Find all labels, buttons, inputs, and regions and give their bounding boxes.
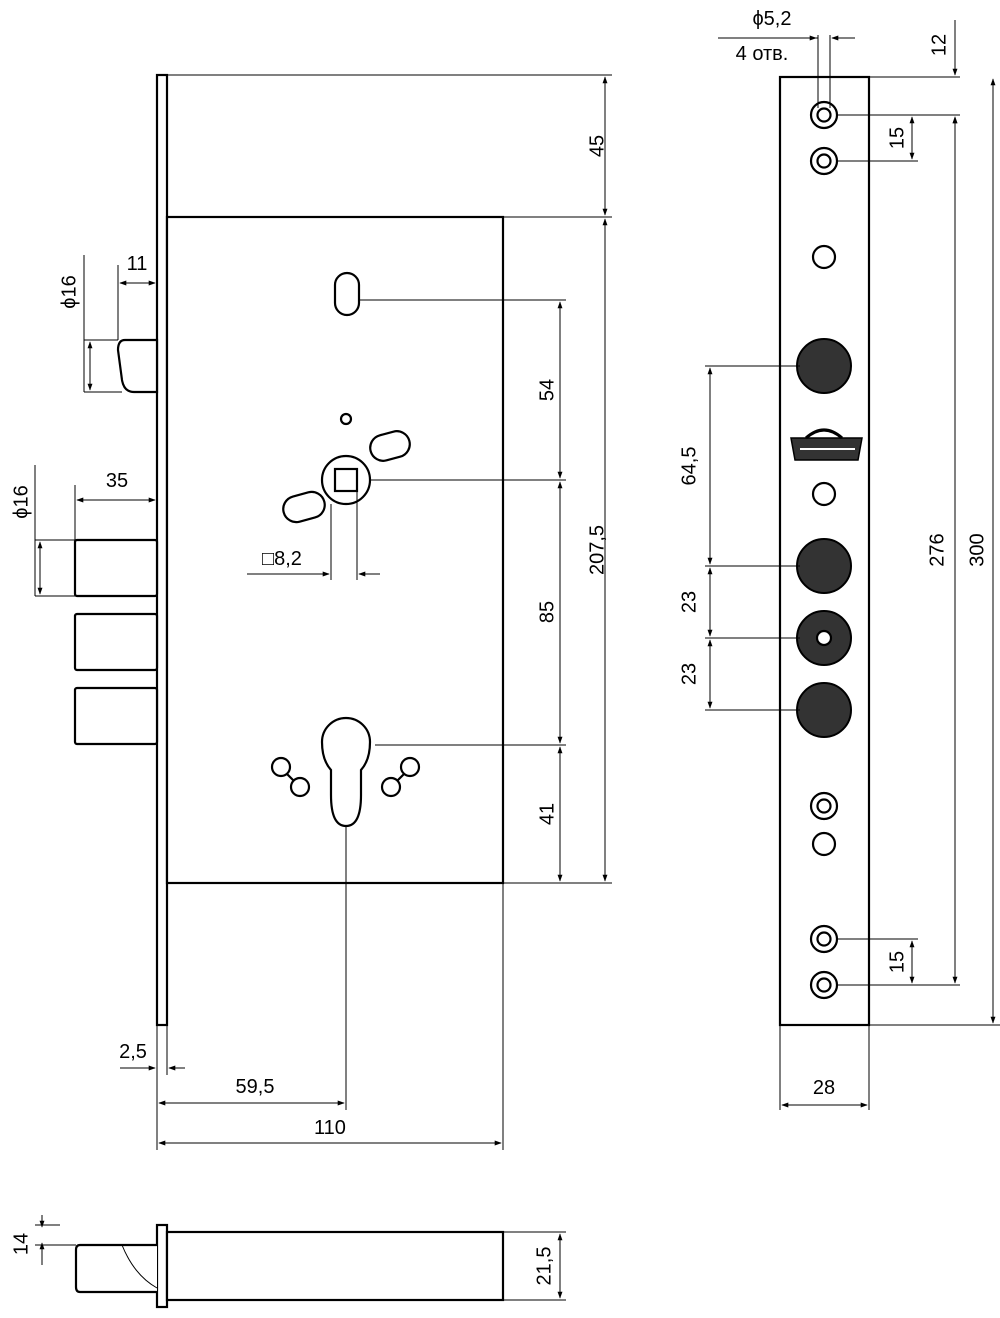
bolt-opening-1 (796, 538, 852, 594)
top-screw-hole-2 (809, 146, 839, 176)
left-cutout (270, 756, 311, 798)
dim-bolt-to-bolt: 64,5 (678, 447, 700, 486)
dim-hole-count: 4 отв. (736, 43, 789, 65)
dim-backset: 59,5 (236, 1076, 275, 1098)
bottom-screw-hole-2 (809, 970, 839, 1000)
latch-bolt (116, 338, 159, 394)
dim-bottom-hole-spacing: 15 (886, 951, 908, 973)
dim-body-thickness: 21,5 (533, 1247, 555, 1286)
dim-bolt-spacing-2: 23 (678, 663, 700, 685)
faceplate-extension-lines (705, 35, 1000, 1110)
dim-middle-spacing: 85 (536, 601, 558, 623)
dead-bolt-1 (73, 538, 159, 598)
faceplate-view: ϕ5,2 4 отв. 12 15 276 300 15 64,5 23 23 … (678, 8, 1000, 1110)
section-faceplate (155, 1223, 169, 1309)
section-latch-curve (121, 1244, 158, 1289)
small-hole (339, 412, 353, 426)
right-slot (369, 430, 411, 462)
dim-latch-diameter: ϕ16 (58, 275, 80, 308)
dim-lower-spacing: 41 (536, 803, 558, 825)
dim-body-depth: 110 (314, 1117, 346, 1139)
front-extension-lines (34, 74, 612, 1150)
faceplate-side (155, 73, 169, 1027)
bolt-opening-2 (796, 610, 852, 666)
dim-top-margin: 12 (928, 34, 950, 56)
bolt-opening-3 (796, 682, 852, 738)
dim-hole-span: 276 (926, 533, 948, 566)
latch-opening (796, 338, 852, 394)
dim-faceplate-width: 28 (813, 1077, 835, 1099)
section-case (165, 1230, 505, 1302)
dim-square-spindle: □8,2 (262, 548, 302, 570)
left-slot (282, 490, 326, 524)
dim-bolt-spacing-1: 23 (678, 591, 700, 613)
dim-body-height: 207,5 (586, 525, 608, 575)
dim-upper-spacing: 54 (536, 379, 558, 401)
dim-bolt-projection: 35 (106, 470, 128, 492)
section-bolt (74, 1243, 157, 1294)
dim-top-offset: 45 (586, 135, 608, 157)
dim-bolt-diameter: ϕ16 (10, 485, 32, 518)
top-screw-hole-1 (809, 100, 839, 130)
dim-faceplate-length: 300 (966, 533, 988, 566)
dim-top-hole-spacing: 15 (886, 127, 908, 149)
lower-screw-hole (809, 791, 839, 821)
square-spindle-hole (333, 467, 359, 493)
front-dimension-lines (37, 76, 608, 1146)
section-dimension-lines (39, 1215, 563, 1299)
brand-logo (790, 428, 863, 461)
bottom-screw-hole-1 (809, 924, 839, 954)
section-view: 14 21,5 (10, 1215, 566, 1309)
dim-hole-diameter: ϕ5,2 (752, 8, 791, 30)
dim-latch-projection: 11 (127, 253, 148, 275)
dead-bolt-3 (73, 686, 159, 746)
dim-faceplate-thickness: 2,5 (119, 1041, 147, 1063)
lower-hole (811, 831, 837, 857)
dead-bolt-2 (73, 612, 159, 672)
middle-hole (811, 481, 837, 507)
front-view: 45 207,5 54 85 41 11 35 ϕ16 ϕ16 □8,2 2,5… (10, 73, 612, 1150)
upper-slot (333, 271, 361, 317)
right-cutout (380, 756, 421, 798)
dim-bolt-height: 14 (10, 1233, 32, 1255)
upper-hole (811, 244, 837, 270)
faceplate-dimension-lines (707, 20, 996, 1108)
